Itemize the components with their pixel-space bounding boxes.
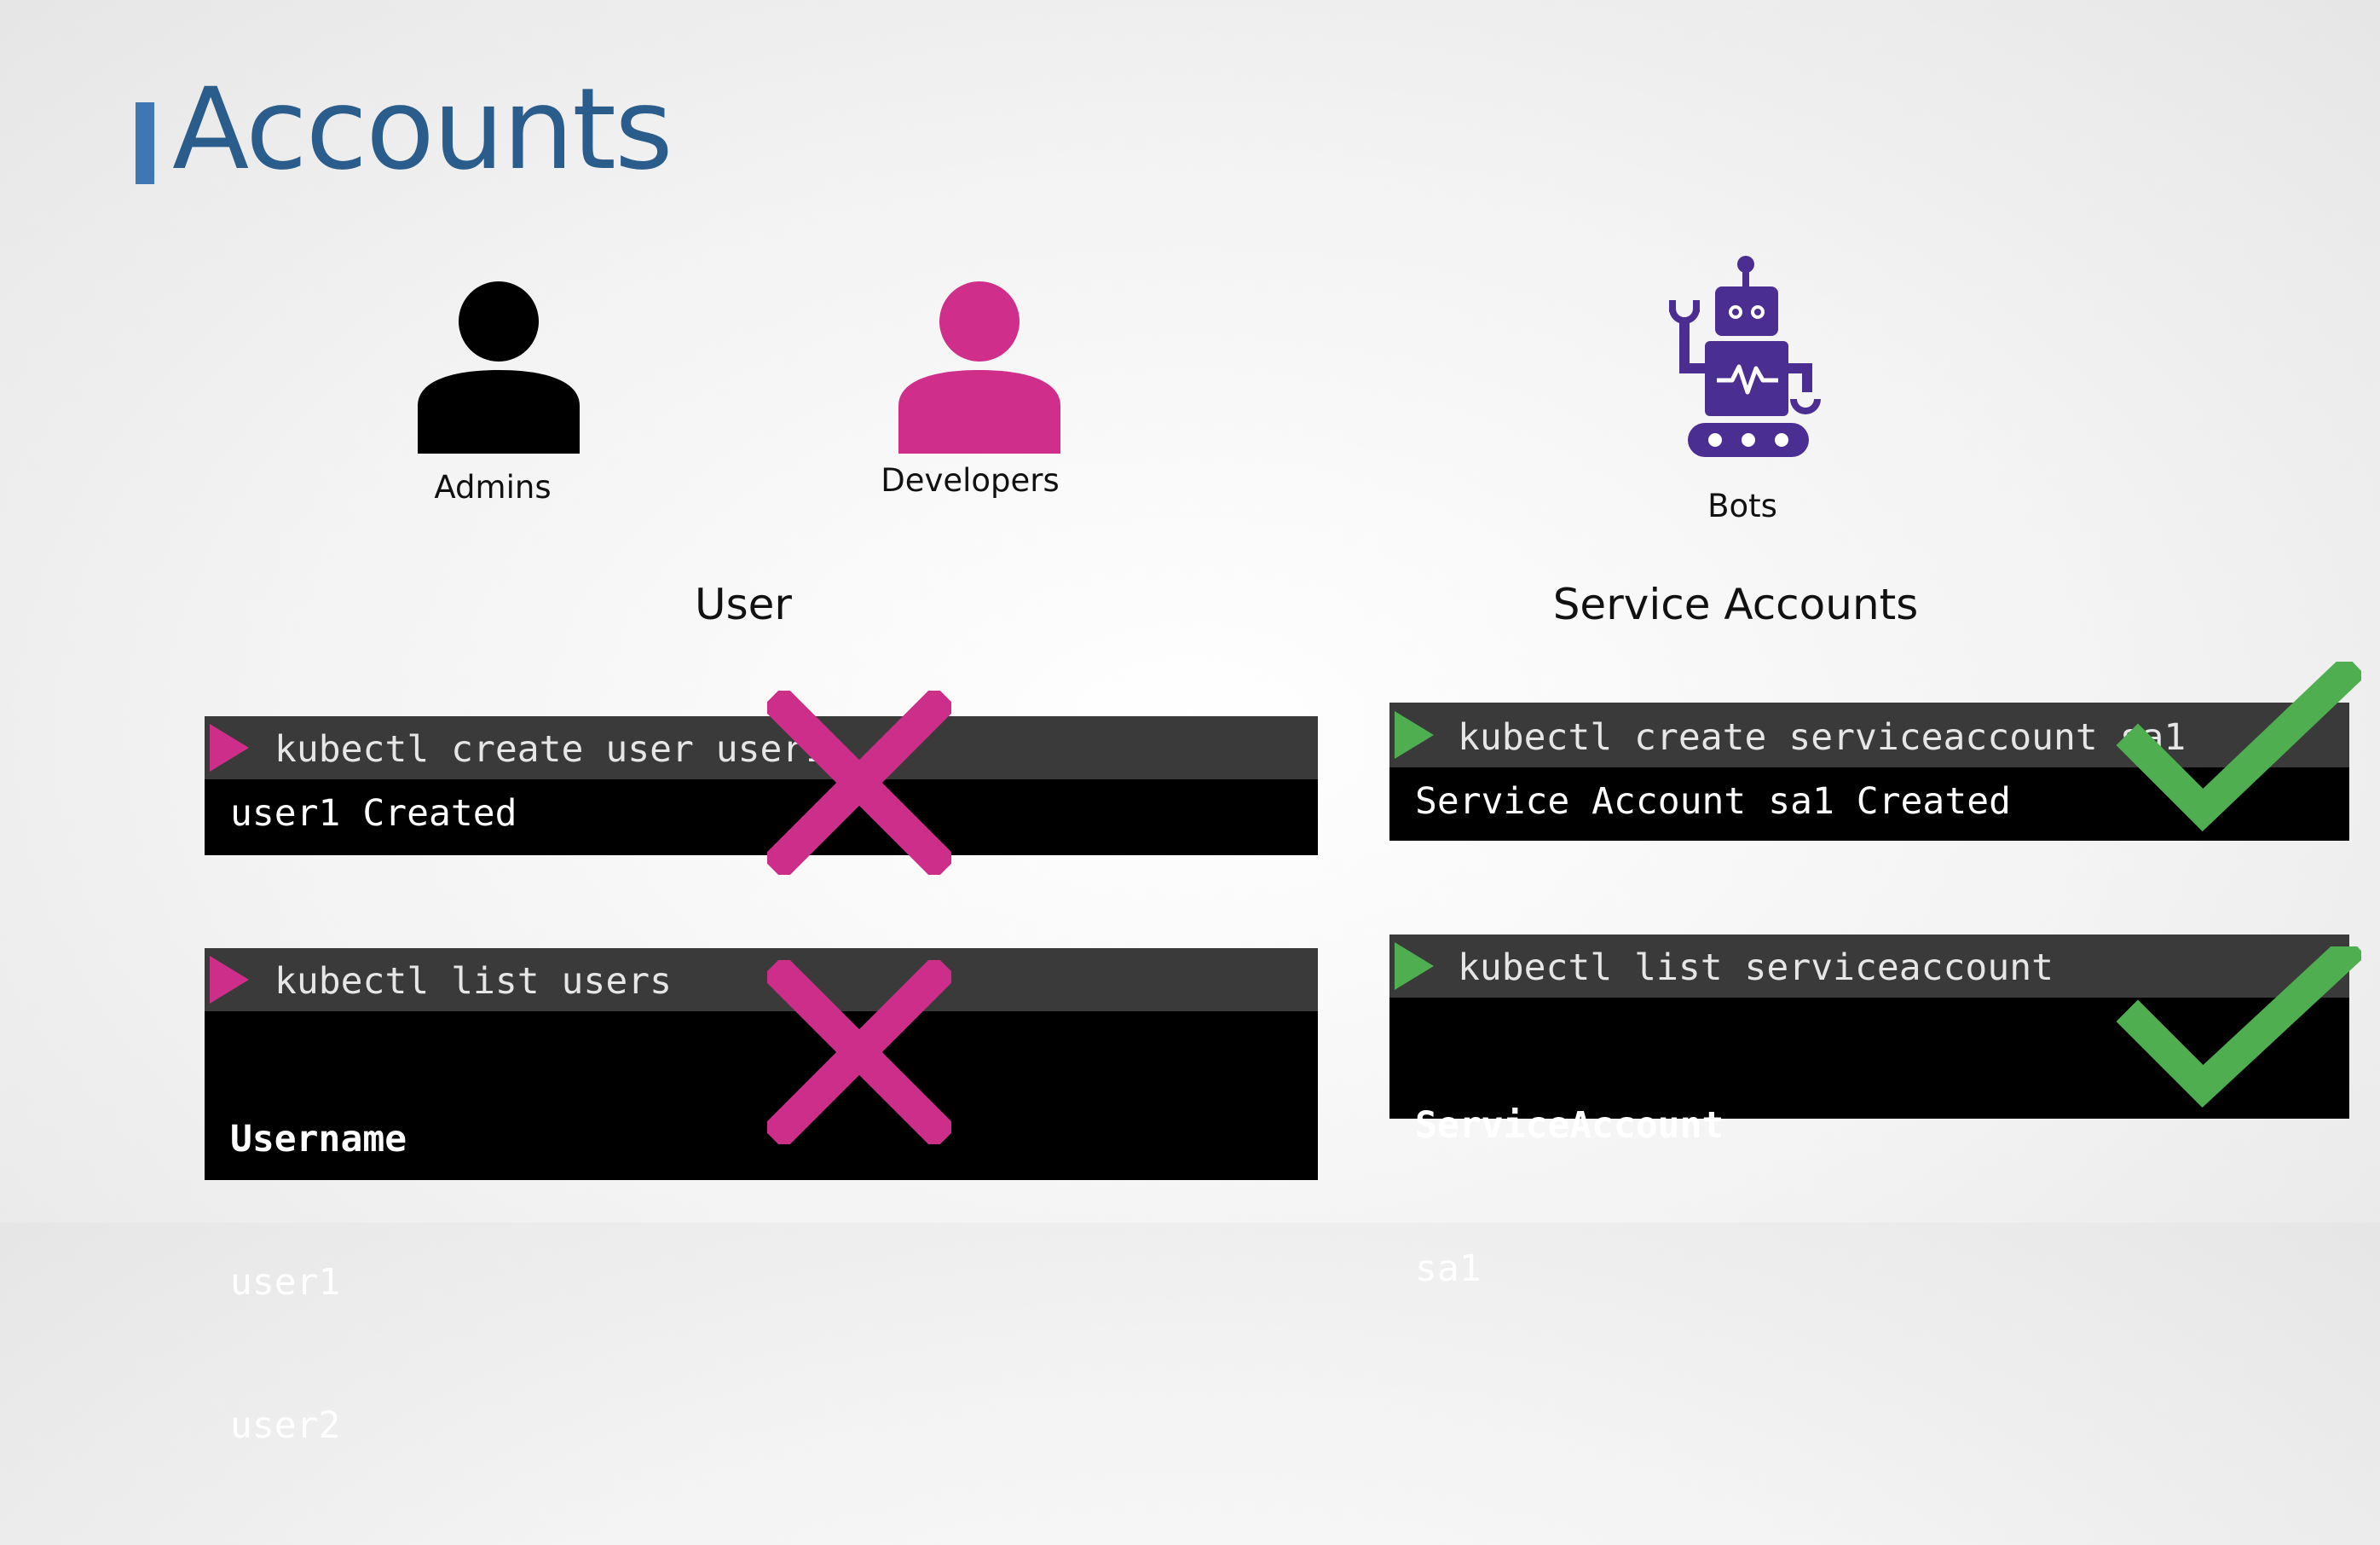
prompt-arrow-icon xyxy=(1395,942,1434,990)
output-line: Service Account sa1 Created xyxy=(1415,780,2011,823)
user-heading: User xyxy=(695,580,792,629)
terminal-command-bar: kubectl create user user1 xyxy=(205,716,1318,779)
list-item: sa1 xyxy=(1415,1247,1482,1290)
terminal-create-user: kubectl create user user1 user1 Created xyxy=(205,716,1318,855)
terminal-output: Username user1 user2 xyxy=(205,1011,1318,1447)
command-text: kubectl list serviceaccount xyxy=(1458,946,2054,989)
terminal-create-serviceaccount: kubectl create serviceaccount sa1 Servic… xyxy=(1389,703,2349,841)
service-accounts-heading: Service Accounts xyxy=(1552,580,1919,629)
command-text: kubectl list users xyxy=(274,960,672,1003)
terminal-command-bar: kubectl list users xyxy=(205,948,1318,1011)
page-title: Accounts xyxy=(172,64,673,195)
terminal-command-bar: kubectl create serviceaccount sa1 xyxy=(1389,703,2349,767)
admin-person-icon xyxy=(418,281,580,454)
terminal-list-users: kubectl list users Username user1 user2 xyxy=(205,948,1318,1447)
command-text: kubectl create serviceaccount sa1 xyxy=(1458,716,2186,759)
output-line: user1 Created xyxy=(230,792,517,835)
title-accent-bar xyxy=(136,102,154,184)
admins-label: Admins xyxy=(434,469,552,506)
column-header: ServiceAccount xyxy=(1415,1104,1724,1147)
developer-person-icon xyxy=(898,281,1060,454)
cross-mark-icon xyxy=(767,691,951,875)
column-header: Username xyxy=(230,1118,407,1160)
bot-robot-icon xyxy=(1669,256,1821,457)
terminal-list-serviceaccount: kubectl list serviceaccount ServiceAccou… xyxy=(1389,935,2349,1290)
output-block: ServiceAccount sa1 xyxy=(1415,1006,1724,1388)
list-item: user2 xyxy=(230,1404,341,1447)
terminal-output: user1 Created xyxy=(205,779,1318,855)
output-block: Username user1 user2 xyxy=(230,1020,407,1545)
prompt-arrow-icon xyxy=(210,956,249,1004)
command-text: kubectl create user user1 xyxy=(274,728,827,771)
prompt-arrow-icon xyxy=(210,724,249,772)
terminal-command-bar: kubectl list serviceaccount xyxy=(1389,935,2349,998)
cross-mark-icon xyxy=(767,960,951,1144)
check-mark-icon xyxy=(2116,946,2361,1108)
list-item: user1 xyxy=(230,1261,341,1304)
prompt-arrow-icon xyxy=(1395,711,1434,759)
terminal-output: ServiceAccount sa1 xyxy=(1389,998,2349,1290)
bots-label: Bots xyxy=(1707,488,1777,524)
check-mark-icon xyxy=(2116,662,2361,832)
developers-label: Developers xyxy=(881,462,1060,499)
